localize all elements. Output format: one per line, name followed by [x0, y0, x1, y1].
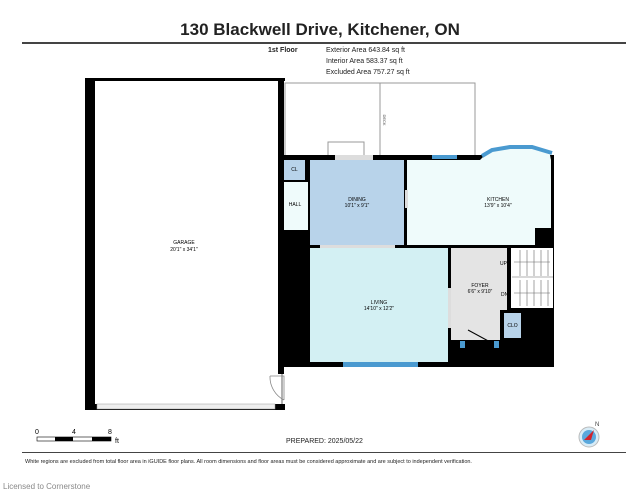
floor-label: 1st Floor: [268, 47, 298, 54]
license-watermark: Licensed to Cornerstone: [3, 482, 91, 491]
prepared-date: PREPARED: 2025/05/22: [286, 438, 363, 445]
living-name: LIVING: [371, 300, 388, 306]
living-dims: 14'10" x 12'2": [364, 306, 394, 312]
scale-tick-0: 0: [35, 429, 39, 436]
scale-tick-8: 8: [108, 429, 112, 436]
stairs-up-label: UP: [500, 261, 508, 267]
garage-dims: 20'1" x 34'1": [170, 247, 198, 253]
closet-clo: [504, 313, 521, 338]
living-room: [310, 248, 448, 362]
compass-north-icon: N: [578, 422, 600, 448]
scale-bar: 0 4 8 ft: [35, 429, 119, 445]
deck-label: DECK: [382, 114, 387, 125]
title-divider: [22, 42, 626, 44]
stairs-down-label: DN: [501, 292, 509, 298]
page-title: 130 Blackwell Drive, Kitchener, ON: [180, 20, 460, 39]
kitchen-name: KITCHEN: [487, 197, 509, 203]
foyer: [451, 248, 507, 340]
foyer-dims: 6'6" x 9'10": [468, 289, 493, 295]
garage-name: GARAGE: [173, 240, 195, 246]
closet-cl: [284, 160, 305, 180]
excluded-area: Excluded Area 757.27 sq ft: [326, 69, 410, 76]
svg-text:N: N: [595, 422, 599, 428]
garage: GARAGE 20'1" x 34'1": [85, 78, 285, 410]
deck: DECK: [284, 82, 476, 157]
kitchen-dims: 13'9" x 10'4": [484, 203, 512, 209]
dining-name: DINING: [348, 197, 366, 203]
dining-dims: 10'1" x 9'1": [345, 203, 370, 209]
exterior-area: Exterior Area 643.84 sq ft: [326, 47, 405, 54]
area-summary: 1st Floor Exterior Area 643.84 sq ft Inte…: [268, 45, 410, 78]
clo-label: CLO: [507, 323, 517, 329]
hall-label: HALL: [289, 202, 302, 208]
cl-label: CL: [291, 167, 298, 173]
footer-divider: [22, 452, 626, 453]
interior-area: Interior Area 583.37 sq ft: [326, 58, 403, 65]
kitchen: [407, 160, 551, 245]
disclaimer: White regions are excluded from total fl…: [25, 459, 472, 465]
scale-tick-4: 4: [72, 429, 76, 436]
dining-room: [310, 160, 404, 245]
scale-unit: ft: [115, 438, 119, 445]
hall: [284, 182, 308, 230]
foyer-name: FOYER: [471, 283, 489, 289]
stairs: UP DN: [500, 248, 553, 308]
